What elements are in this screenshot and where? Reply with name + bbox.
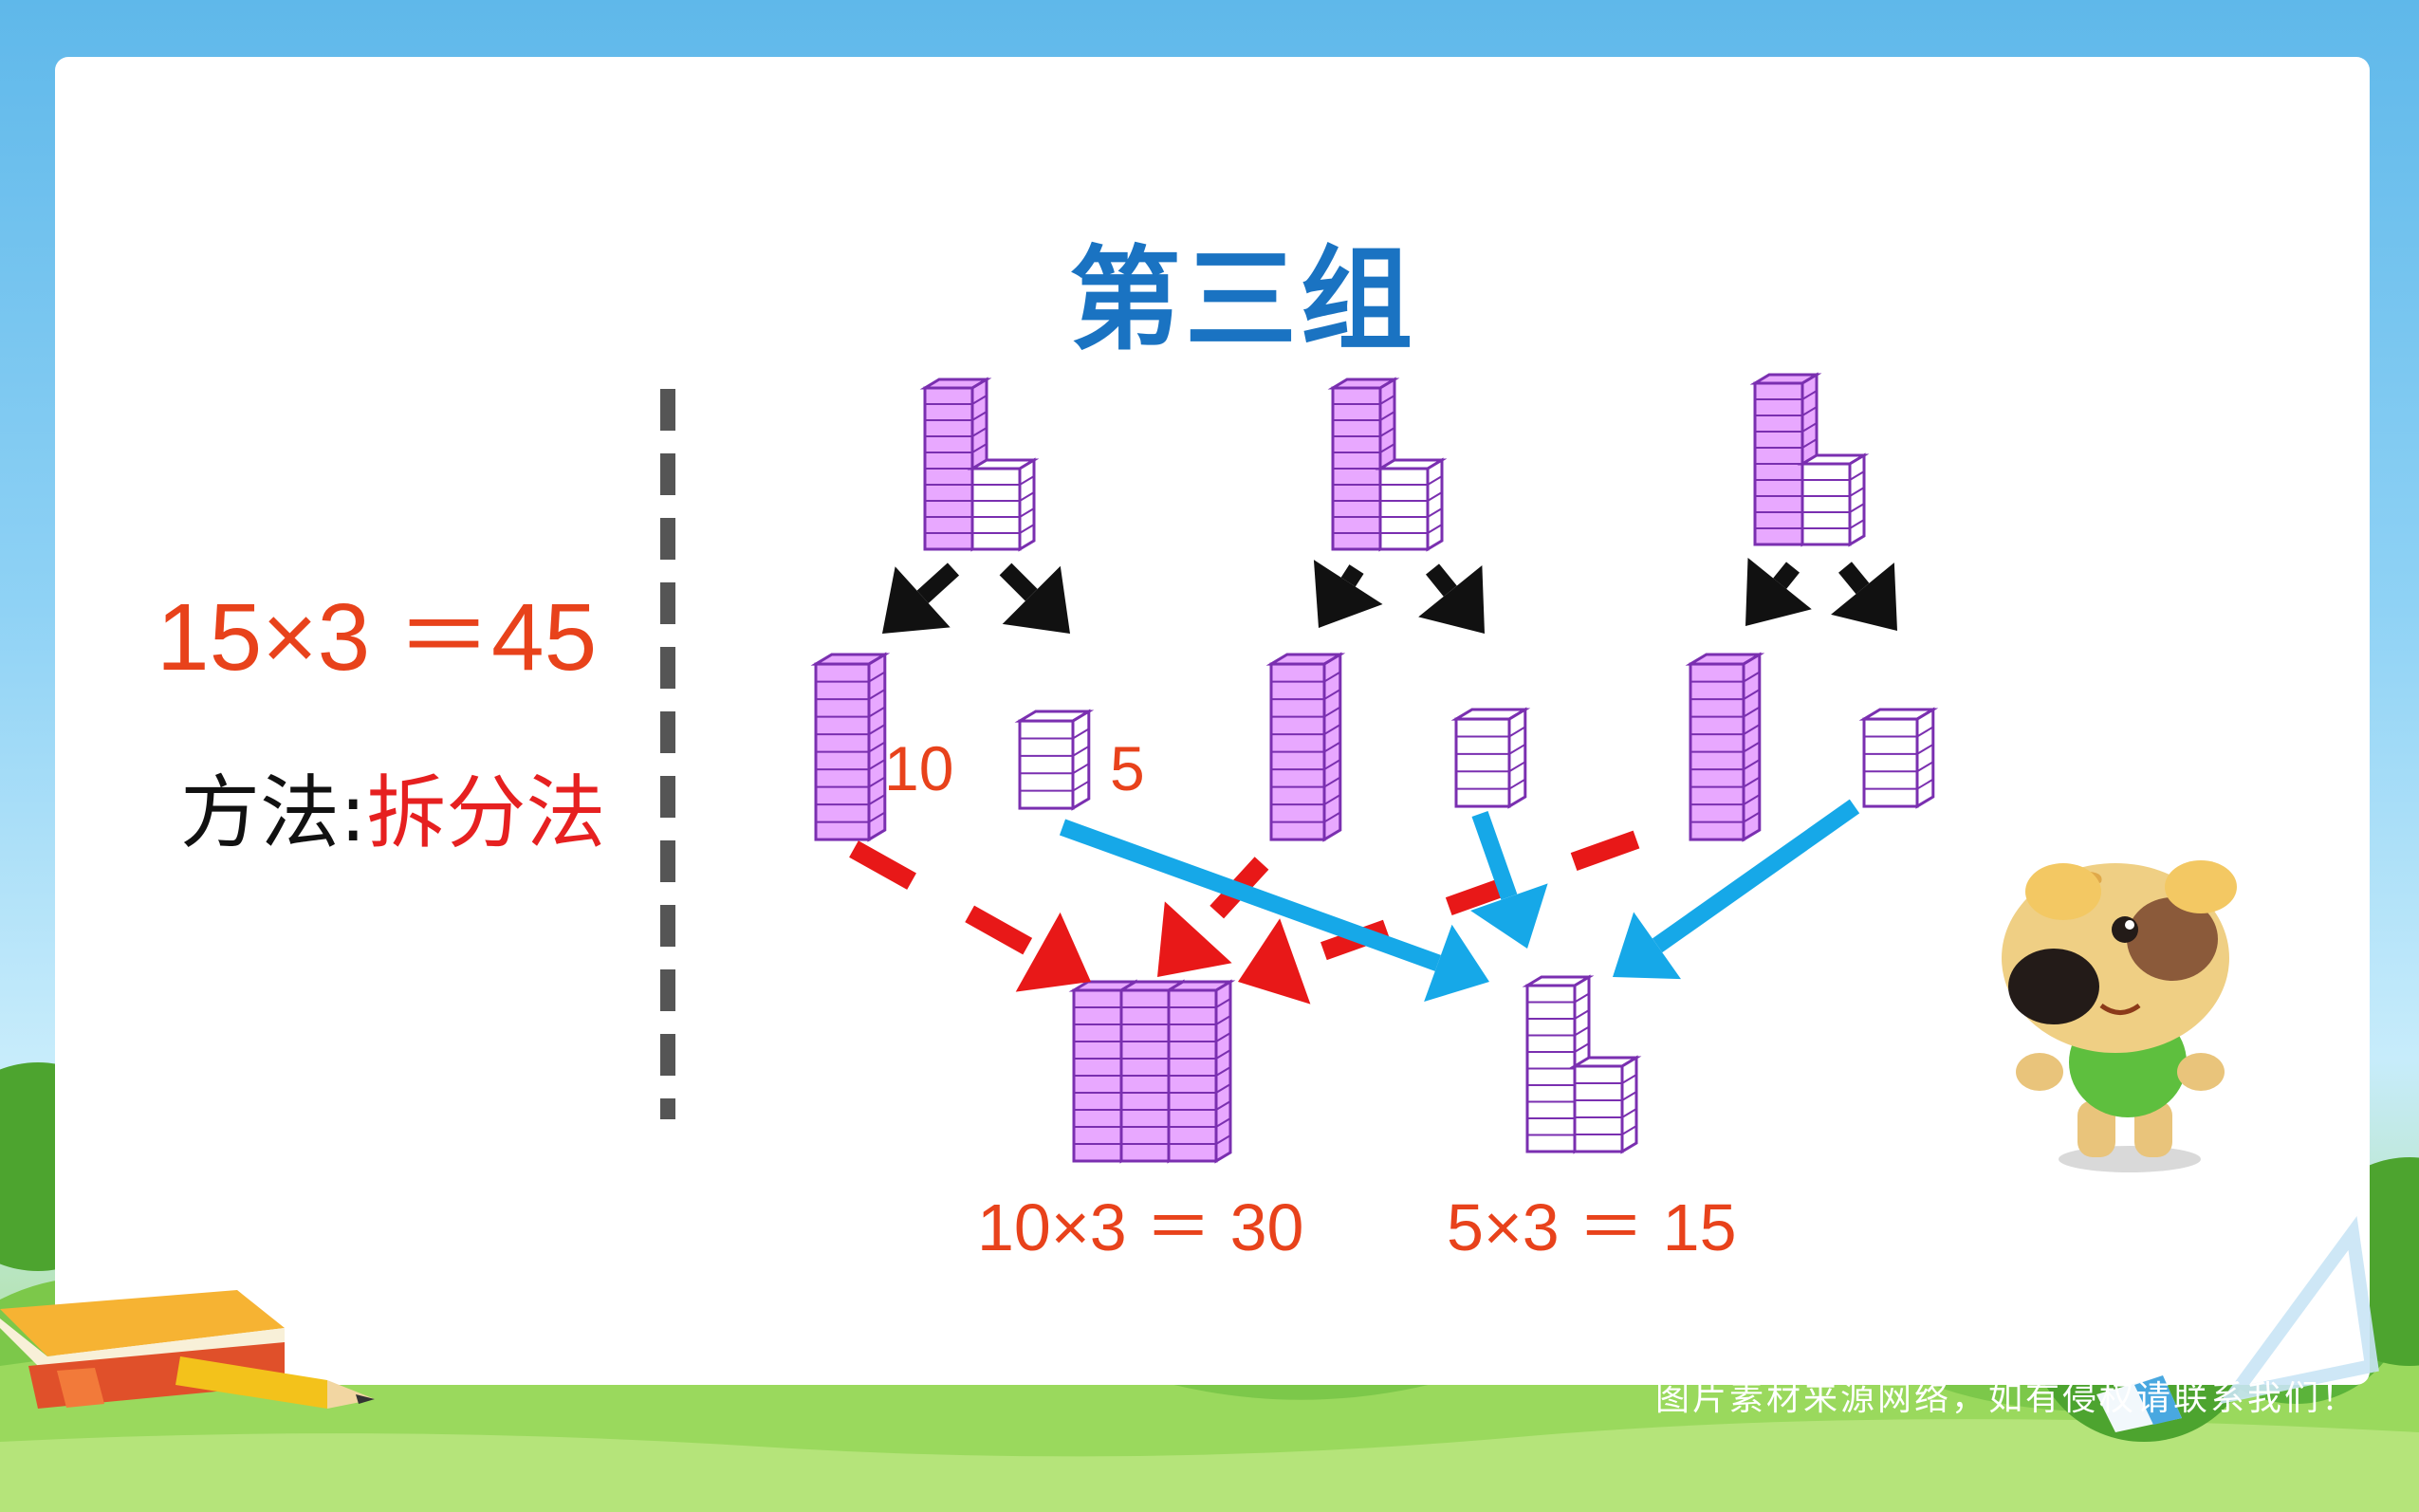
blue-arrow-1 (1059, 819, 1489, 1003)
red-arrow-2 (1157, 857, 1269, 977)
blue-arrow-3 (1613, 799, 1860, 980)
split-five-stack-1 (1014, 709, 1095, 811)
split-ten-column-3 (1685, 652, 1765, 842)
split-ten-column-1 (810, 652, 891, 842)
black-arrow-2 (999, 562, 1070, 634)
black-arrow-6 (1831, 562, 1897, 631)
method-label: 方法: (180, 766, 367, 859)
result-ones-column-tall (1522, 974, 1595, 1154)
method-value: 拆分法 (366, 766, 606, 859)
main-equation-left: 15×3 ＝ (157, 584, 492, 691)
content-panel (55, 57, 2370, 1385)
label-ten: 10 (884, 733, 954, 803)
main-equation: 15×3 ＝45 (157, 560, 597, 697)
black-arrow-3 (1313, 560, 1383, 628)
page-title: 第三组 (1068, 234, 1416, 365)
black-arrow-5 (1745, 558, 1812, 626)
label-five: 5 (1110, 733, 1145, 803)
split-ten-column-2 (1265, 652, 1346, 842)
top-five-stack-2 (1375, 457, 1448, 552)
split-five-stack-2 (1450, 707, 1531, 809)
red-arrow-1 (849, 840, 1091, 992)
blue-arrow-2 (1470, 811, 1548, 949)
top-five-stack-1 (967, 457, 1040, 552)
black-arrow-4 (1418, 563, 1485, 634)
watermark-text: 图片素材来源网络，如有侵权请联系我们！ (1655, 1379, 2359, 1418)
result-ones-equation: 5×3 ＝ 15 (1447, 1190, 1737, 1264)
result-tens-column-3 (1163, 979, 1236, 1164)
top-five-stack-3 (1797, 452, 1870, 547)
split-five-stack-3 (1858, 707, 1939, 809)
result-ones-column-short (1569, 1055, 1642, 1154)
result-tens-equation: 10×3 ＝ 30 (977, 1190, 1304, 1264)
main-equation-answer: 45 (491, 584, 598, 691)
black-arrow-1 (882, 562, 960, 634)
method-line: 方法:拆分法 (180, 749, 605, 864)
